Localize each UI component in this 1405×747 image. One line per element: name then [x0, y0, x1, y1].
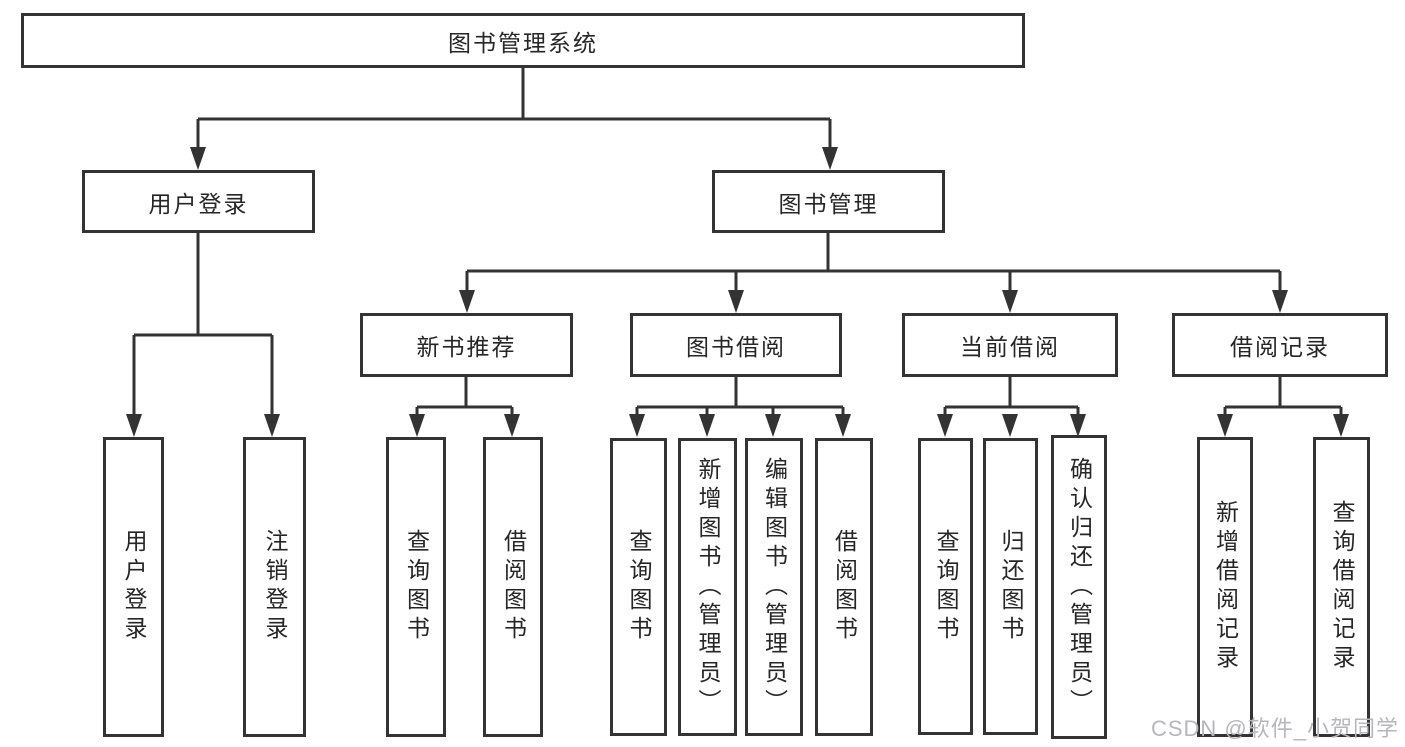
node-book-management-system: 图书管理系统 [21, 13, 1025, 68]
node-current-borrowing: 当前借阅 [902, 313, 1118, 377]
leaf-query-books-current: 查询图书 [918, 438, 973, 735]
node-new-book-recommendation: 新书推荐 [360, 313, 573, 377]
leaf-edit-books-admin: 编辑图书（管理员） [745, 438, 803, 736]
leaf-confirm-return-admin: 确认归还（管理员） [1051, 435, 1107, 739]
leaf-borrow-books-recommend: 借阅图书 [483, 437, 543, 737]
leaf-user-login: 用户登录 [103, 437, 164, 737]
leaf-logout: 注销登录 [243, 437, 306, 737]
leaf-query-books-recommend: 查询图书 [386, 437, 446, 737]
node-user-login: 用户登录 [82, 170, 315, 233]
leaf-query-books-borrow: 查询图书 [610, 438, 667, 736]
node-book-management: 图书管理 [712, 170, 945, 233]
node-borrowing-records: 借阅记录 [1172, 313, 1388, 377]
leaf-add-books-admin: 新增图书（管理员） [678, 438, 737, 736]
leaf-return-books: 归还图书 [983, 438, 1038, 735]
watermark: CSDN @软件_小贺同学 [1150, 716, 1399, 741]
node-book-borrowing: 图书借阅 [630, 313, 842, 377]
leaf-add-borrow-record: 新增借阅记录 [1197, 437, 1253, 737]
leaf-borrow-books: 借阅图书 [815, 438, 873, 736]
leaf-query-borrow-record: 查询借阅记录 [1313, 437, 1370, 737]
